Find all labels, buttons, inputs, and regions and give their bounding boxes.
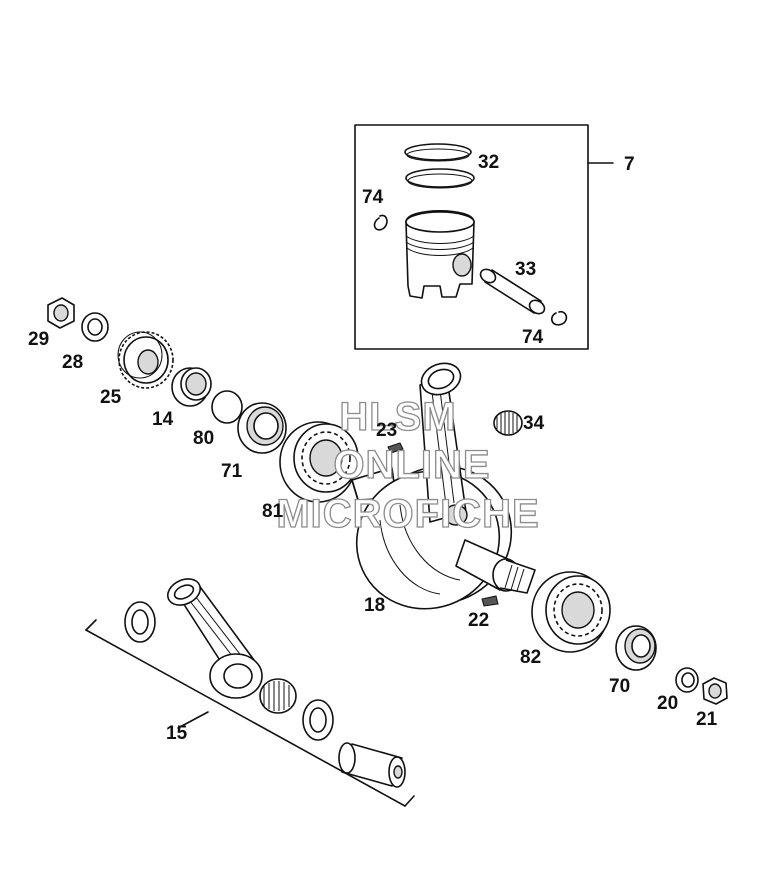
circlip-top bbox=[373, 214, 388, 231]
label-34: 34 bbox=[523, 413, 545, 434]
label-25: 25 bbox=[100, 387, 122, 408]
watermark-line3: MICROFICHE bbox=[276, 492, 539, 536]
label-20: 20 bbox=[657, 693, 678, 714]
label-74-top: 74 bbox=[362, 187, 384, 208]
connecting-rod bbox=[166, 578, 263, 699]
bearing-14 bbox=[171, 367, 212, 407]
label-18: 18 bbox=[364, 595, 385, 616]
washer-28 bbox=[81, 312, 109, 342]
label-28: 28 bbox=[62, 352, 83, 373]
watermark-line1: HLSM bbox=[339, 395, 456, 439]
piston-pin bbox=[479, 268, 546, 315]
right-parts bbox=[531, 571, 728, 705]
label-81: 81 bbox=[262, 501, 284, 522]
bearing-81 bbox=[279, 421, 359, 503]
needle-bearing-34 bbox=[493, 410, 523, 436]
key-23 bbox=[387, 442, 404, 454]
piston-rings bbox=[404, 143, 475, 189]
bearing-82 bbox=[531, 571, 611, 653]
label-14: 14 bbox=[152, 409, 174, 430]
label-15: 15 bbox=[166, 723, 188, 744]
watermark: HLSM ONLINE MICROFICHE bbox=[276, 394, 540, 536]
piston-kit-group bbox=[354, 124, 614, 350]
crank-pin bbox=[338, 742, 406, 788]
watermark-line2: ONLINE bbox=[333, 443, 490, 487]
piston bbox=[405, 209, 475, 299]
part-labels: 7 32 74 33 74 29 28 25 14 80 71 81 23 34… bbox=[28, 152, 718, 744]
circlip-bottom bbox=[550, 310, 568, 326]
label-21: 21 bbox=[696, 709, 718, 730]
label-7: 7 bbox=[624, 154, 635, 175]
gear-25 bbox=[117, 331, 174, 389]
label-82: 82 bbox=[520, 647, 541, 668]
label-33: 33 bbox=[515, 259, 536, 280]
oring-80 bbox=[211, 390, 243, 424]
left-parts bbox=[47, 297, 359, 503]
thrust-washer-right bbox=[302, 699, 334, 741]
seal-70 bbox=[615, 625, 657, 671]
seal-71 bbox=[237, 402, 287, 454]
label-70: 70 bbox=[609, 676, 630, 697]
label-74-bottom: 74 bbox=[522, 327, 544, 348]
label-32: 32 bbox=[478, 152, 499, 173]
label-71: 71 bbox=[221, 461, 243, 482]
crankshaft-18 bbox=[351, 362, 536, 610]
piston-kit-box bbox=[354, 124, 589, 350]
label-22: 22 bbox=[468, 610, 489, 631]
needle-cage bbox=[259, 678, 297, 714]
nut-21 bbox=[702, 677, 728, 705]
label-80: 80 bbox=[193, 428, 214, 449]
washer-20 bbox=[675, 667, 699, 693]
nut-29 bbox=[47, 297, 75, 329]
label-29: 29 bbox=[28, 329, 49, 350]
key-22 bbox=[481, 595, 499, 607]
label-23: 23 bbox=[376, 420, 397, 441]
thrust-washer-left bbox=[124, 601, 156, 643]
conrod-kit-15 bbox=[85, 578, 415, 807]
